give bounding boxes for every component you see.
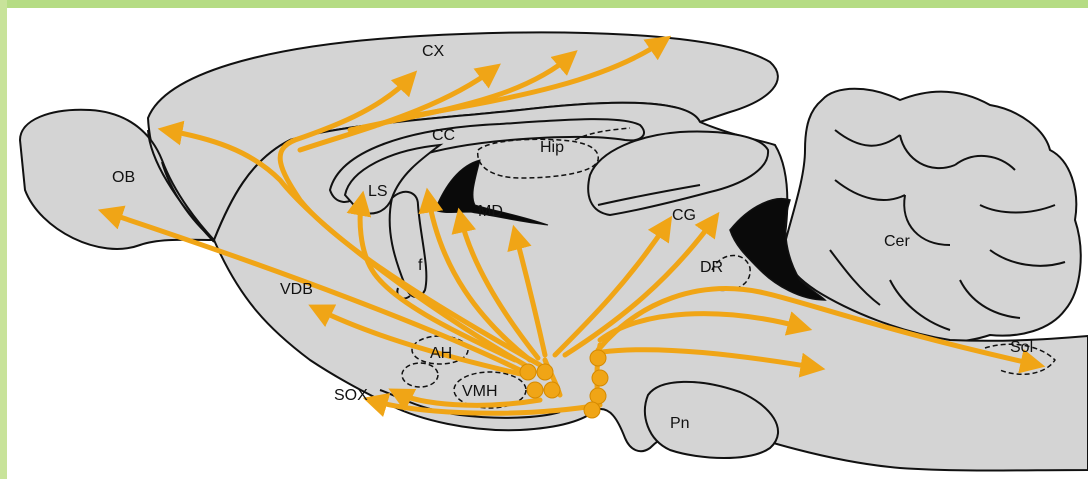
label-cer: Cer (884, 233, 910, 250)
label-sox: SOX (334, 387, 368, 404)
label-ob: OB (112, 169, 135, 186)
cell-body (590, 350, 606, 366)
cell-body (592, 370, 608, 386)
label-ls: LS (368, 183, 388, 200)
label-cc: CC (432, 127, 455, 144)
label-vdb: VDB (280, 281, 313, 298)
brain-outline (20, 32, 1088, 470)
label-sol: Sol (1010, 339, 1033, 356)
label-ah: AH (430, 345, 452, 362)
label-cg: CG (672, 207, 696, 224)
label-vmh: VMH (462, 383, 498, 400)
label-dr: DR (700, 259, 723, 276)
cell-body (520, 364, 536, 380)
cell-body (527, 382, 543, 398)
cell-body (537, 364, 553, 380)
cell-body (584, 402, 600, 418)
label-md: MD (478, 203, 503, 220)
cell-body (544, 382, 560, 398)
label-f: f (418, 257, 423, 274)
label-pn: Pn (670, 415, 690, 432)
label-hip: Hip (540, 139, 564, 156)
label-cx: CX (422, 43, 445, 60)
